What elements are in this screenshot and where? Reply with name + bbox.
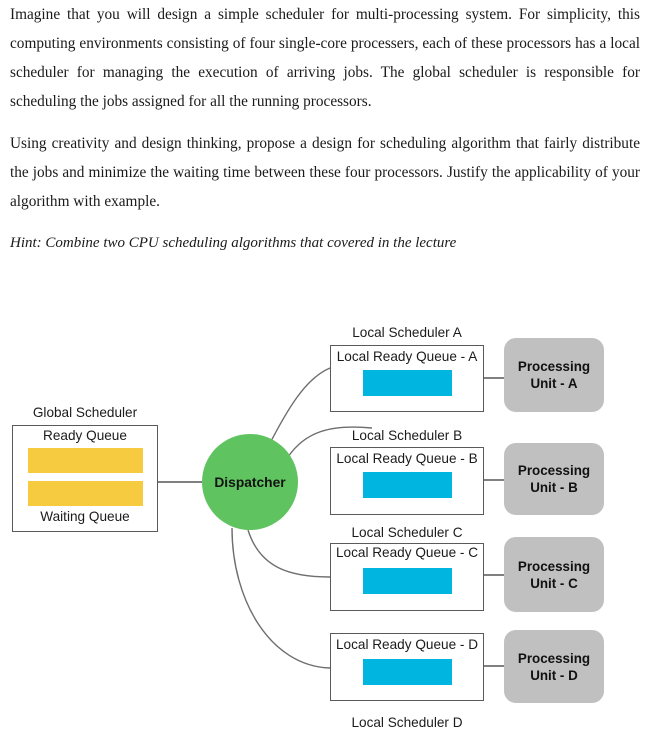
local-scheduler-d-title: Local Scheduler D (351, 715, 463, 730)
local-ready-queue-c-bar (363, 568, 452, 594)
processing-unit-c[interactable]: Processing Unit - C (504, 537, 604, 612)
local-ready-queue-c-label: Local Ready Queue - C (335, 545, 479, 560)
wire-dispatcher-to-scheduler-a (267, 367, 331, 448)
local-ready-queue-a-bar (363, 370, 452, 396)
processing-unit-a[interactable]: Processing Unit - A (504, 338, 604, 412)
local-ready-queue-d-bar (363, 659, 452, 685)
processing-unit-b[interactable]: Processing Unit - B (504, 443, 604, 515)
local-scheduler-c-title: Local Scheduler C (351, 525, 463, 540)
processing-unit-c-label: Processing Unit - C (518, 558, 590, 592)
processing-unit-c-line2: Unit - C (530, 575, 578, 591)
wire-dispatcher-to-scheduler-d (231, 527, 331, 669)
processing-unit-a-line2: Unit - A (530, 376, 578, 391)
local-ready-queue-b-bar (363, 472, 452, 498)
hint-text: Hint: Combine two CPU scheduling algorit… (10, 235, 457, 251)
processing-unit-d-line2: Unit - D (530, 667, 578, 683)
processing-unit-d-line1: Processing (517, 650, 591, 666)
processing-unit-d-label: Processing Unit - D (518, 650, 590, 684)
local-ready-queue-b-label: Local Ready Queue - B (336, 451, 478, 466)
processing-unit-a-label: Processing Unit - A (518, 358, 590, 392)
dispatcher-node[interactable]: Dispatcher (202, 434, 298, 530)
question-text-block: Imagine that you will design a simple sc… (10, 0, 640, 257)
processing-unit-b-label: Processing Unit - B (518, 462, 590, 496)
local-ready-queue-a-label: Local Ready Queue - A (336, 349, 478, 364)
wire-dispatcher-to-scheduler-c (247, 529, 331, 578)
scheduler-architecture-diagram: Global Scheduler Ready Queue Waiting Que… (0, 300, 671, 748)
waiting-queue-label: Waiting Queue (40, 509, 130, 524)
global-scheduler-box (12, 425, 158, 532)
processing-unit-d[interactable]: Processing Unit - D (504, 630, 604, 703)
local-scheduler-b-title: Local Scheduler B (351, 428, 463, 443)
dispatcher-label: Dispatcher (214, 474, 286, 490)
processing-unit-b-line1: Processing (517, 463, 591, 478)
processing-unit-c-line1: Processing (517, 558, 591, 574)
paragraph-1: Imagine that you will design a simple sc… (10, 6, 640, 110)
processing-unit-a-line1: Processing (517, 359, 591, 374)
local-scheduler-a-title: Local Scheduler A (352, 325, 462, 340)
local-scheduler-d-box (330, 633, 484, 701)
processing-unit-b-line2: Unit - B (530, 480, 578, 495)
paragraph-2: Using creativity and design thinking, pr… (10, 135, 640, 210)
ready-queue-bar (28, 448, 143, 473)
ready-queue-label: Ready Queue (43, 428, 127, 443)
local-scheduler-b-box (330, 447, 484, 515)
local-ready-queue-d-label: Local Ready Queue - D (335, 637, 479, 652)
global-scheduler-title: Global Scheduler (32, 405, 138, 420)
waiting-queue-bar (28, 481, 143, 506)
